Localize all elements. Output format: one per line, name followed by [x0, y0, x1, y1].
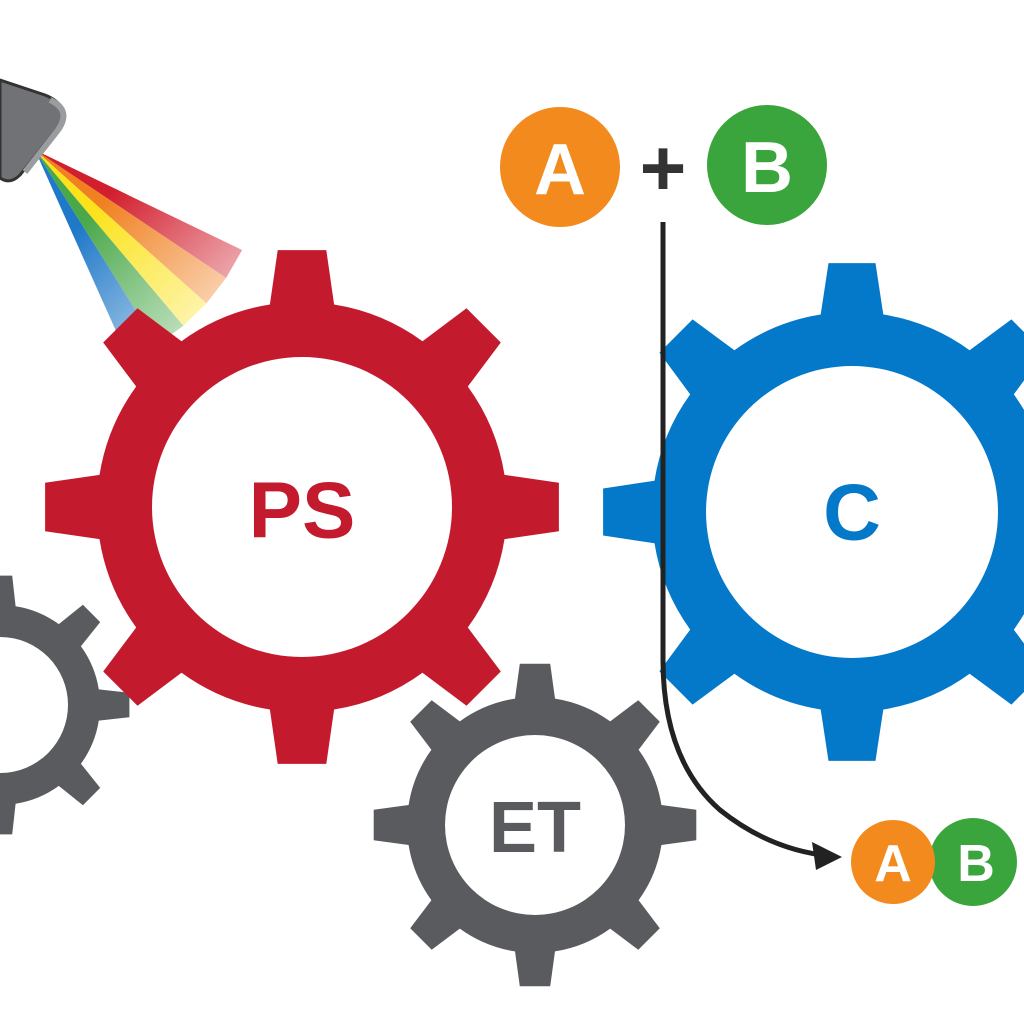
- c-gear: [603, 263, 1024, 761]
- output-a-circle: [851, 820, 935, 904]
- output-b-circle: [929, 818, 1017, 906]
- left-gear: [0, 575, 130, 835]
- input-a-circle: [500, 107, 620, 227]
- input-b-label: B: [741, 128, 793, 208]
- output-a-label: A: [874, 835, 912, 893]
- ps-gear: [45, 250, 559, 764]
- c-gear-label: C: [823, 468, 881, 557]
- et-gear: [373, 663, 697, 987]
- input-a-label: A: [534, 130, 586, 210]
- reaction-arrow: [660, 222, 842, 870]
- et-gear-label: ET: [489, 788, 581, 868]
- lamp-icon: [0, 78, 67, 183]
- input-b-circle: [707, 105, 827, 225]
- ps-gear-label: PS: [249, 466, 356, 555]
- output-b-label: B: [957, 835, 995, 893]
- plus-sign: +: [640, 124, 687, 213]
